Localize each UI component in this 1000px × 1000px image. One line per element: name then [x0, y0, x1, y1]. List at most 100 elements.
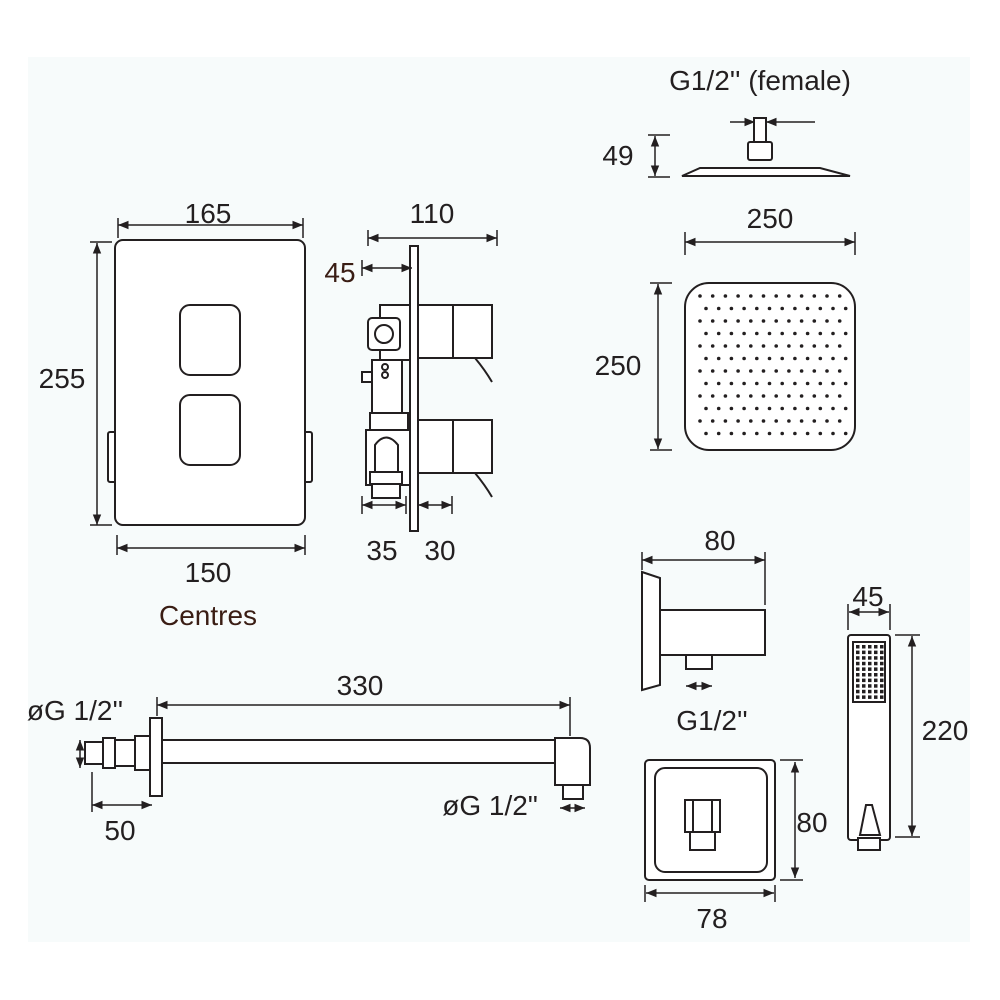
outlet-connection-label: G1/2'' — [676, 705, 747, 736]
spray-nozzle — [774, 369, 778, 373]
spray-nozzle — [767, 381, 772, 386]
handset-nozzle — [856, 684, 860, 688]
spray-nozzle — [812, 419, 817, 423]
spray-nozzle — [812, 394, 817, 398]
handset-nozzle — [862, 678, 866, 683]
spray-nozzle — [812, 369, 817, 373]
spray-nozzle — [787, 369, 791, 373]
spray-nozzle — [755, 356, 759, 361]
spray-nozzle — [716, 381, 721, 386]
spray-nozzle — [729, 431, 734, 436]
spray-nozzle — [716, 331, 721, 336]
spray-nozzle — [710, 419, 715, 423]
spray-nozzle — [761, 369, 766, 373]
handset-nozzle — [874, 673, 878, 677]
spray-nozzle — [843, 331, 848, 336]
spray-nozzle — [736, 419, 740, 423]
handset-nozzle — [874, 661, 878, 666]
spray-nozzle — [799, 294, 804, 298]
spray-nozzle — [736, 394, 740, 398]
spray-nozzle — [837, 394, 842, 398]
spray-nozzle — [723, 319, 728, 323]
spray-nozzle — [799, 344, 804, 348]
spray-nozzle — [767, 406, 772, 411]
handset-nozzle — [862, 650, 866, 655]
spray-nozzle — [774, 294, 778, 298]
dim-165: 165 — [185, 198, 232, 229]
spray-nozzle — [704, 356, 708, 361]
spray-nozzle — [793, 381, 797, 386]
spray-nozzle — [716, 431, 721, 436]
valve-side-view: 110 45 35 30 — [324, 198, 498, 566]
handset-nozzle — [880, 645, 884, 649]
spray-nozzle — [755, 306, 759, 311]
handset-nozzle — [880, 667, 884, 671]
spray-nozzle — [805, 356, 810, 361]
spray-nozzle — [723, 419, 728, 423]
spray-nozzle — [780, 431, 784, 436]
spray-nozzle — [755, 381, 759, 386]
spray-nozzle — [767, 431, 772, 436]
spray-nozzle — [780, 306, 784, 311]
spray-nozzle — [698, 294, 702, 298]
spray-nozzle — [761, 344, 766, 348]
spray-nozzle — [698, 319, 702, 323]
spray-nozzle — [787, 394, 791, 398]
wall-outlet-side-view: 80 G1/2'' — [641, 525, 766, 736]
spray-nozzle — [818, 331, 823, 336]
spray-nozzle — [729, 381, 734, 386]
handset-nozzle — [856, 678, 860, 683]
handset-nozzle — [880, 650, 884, 655]
spray-nozzle — [825, 319, 829, 323]
spray-nozzle — [837, 344, 842, 348]
spray-nozzle — [742, 406, 746, 411]
spray-nozzle — [812, 344, 817, 348]
handset-nozzle — [856, 656, 860, 660]
handset-nozzle — [868, 656, 872, 660]
spray-nozzle — [793, 306, 797, 311]
spray-nozzle — [818, 306, 823, 311]
spray-nozzle — [825, 294, 829, 298]
handset-nozzle — [880, 678, 884, 683]
dim-220: 220 — [922, 715, 969, 746]
shower-head-side-view: G1/2'' (female) 49 — [602, 65, 851, 178]
spray-nozzle — [729, 331, 734, 336]
spray-nozzle — [749, 394, 753, 398]
shower-arm: 330 øG 1/2'' 50 øG 1/2" — [27, 670, 591, 846]
handset-nozzle — [862, 645, 866, 649]
spray-nozzle — [812, 294, 817, 298]
spray-nozzle — [710, 294, 715, 298]
handset-nozzle — [874, 667, 878, 671]
dim-78: 78 — [696, 903, 727, 934]
spray-nozzle — [749, 294, 753, 298]
spray-nozzle — [749, 369, 753, 373]
handset-nozzle — [868, 645, 872, 649]
handset-nozzle — [880, 695, 884, 699]
spray-nozzle — [704, 381, 708, 386]
spray-nozzle — [729, 356, 734, 361]
spray-nozzle — [843, 381, 848, 386]
handset-nozzle — [856, 695, 860, 699]
shower-head-front-view: 250 250 — [595, 203, 856, 451]
spray-nozzle — [755, 406, 759, 411]
dim-30: 30 — [424, 535, 455, 566]
handset-nozzle — [874, 695, 878, 699]
spray-nozzle — [698, 394, 702, 398]
handset-nozzle — [868, 678, 872, 683]
handset-nozzle — [880, 673, 884, 677]
handset-nozzle — [856, 667, 860, 671]
spray-nozzle — [843, 431, 848, 436]
handset-nozzle — [880, 656, 884, 660]
spray-nozzle — [793, 356, 797, 361]
spray-nozzle — [755, 431, 759, 436]
spray-nozzle — [774, 419, 778, 423]
spray-nozzle — [704, 406, 708, 411]
handset-nozzle — [862, 656, 866, 660]
spray-nozzle — [780, 356, 784, 361]
handset-nozzle — [862, 684, 866, 688]
handset-nozzle — [874, 645, 878, 649]
spray-nozzle — [710, 344, 715, 348]
valve-front-view: 165 255 150 Centres — [39, 198, 313, 631]
spray-nozzle — [716, 356, 721, 361]
handset-nozzle — [868, 650, 872, 655]
